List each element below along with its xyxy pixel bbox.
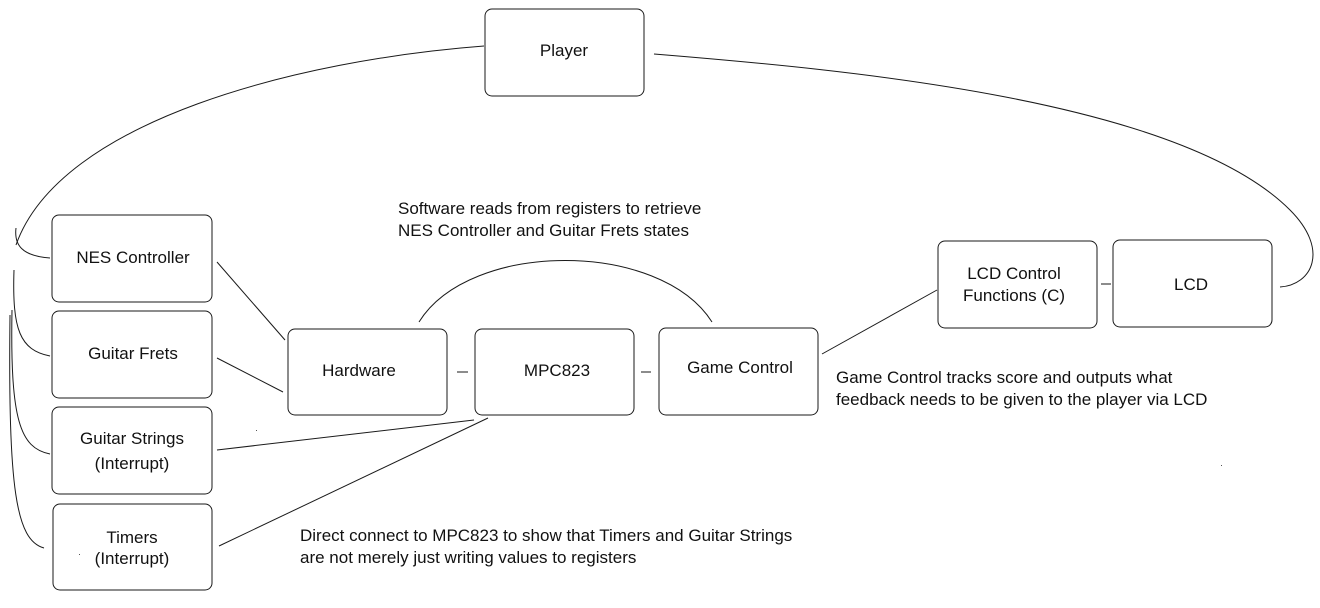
node-lcd: LCD xyxy=(1112,239,1273,328)
speck xyxy=(1221,465,1222,466)
node-timers-label-2: (Interrupt) xyxy=(95,549,170,568)
node-guitar-strings: Guitar Strings (Interrupt) xyxy=(51,406,213,495)
note-direct-connect-line-1: Direct connect to MPC823 to show that Ti… xyxy=(300,526,792,545)
edge-frets-to-hardware xyxy=(216,357,284,393)
note-software-reads-line-1: Software reads from registers to retriev… xyxy=(398,199,701,218)
node-nes-controller: NES Controller xyxy=(51,214,213,303)
node-player: Player xyxy=(484,8,645,97)
node-lcd-control-label-1: LCD Control xyxy=(967,264,1061,283)
note-direct-connect: Direct connect to MPC823 to show that Ti… xyxy=(300,526,792,567)
node-lcd-label: LCD xyxy=(1174,275,1208,294)
speck xyxy=(79,554,80,555)
node-hardware-label: Hardware xyxy=(322,361,396,380)
node-lcd-control-label-2: Functions (C) xyxy=(963,286,1065,305)
edge-strings-to-mpc823 xyxy=(216,419,475,451)
connectors xyxy=(9,45,1314,549)
note-software-reads-line-2: NES Controller and Guitar Frets states xyxy=(398,221,689,240)
edge-bracket-strings xyxy=(11,309,51,455)
edge-bracket-frets xyxy=(13,269,51,357)
node-timers: Timers (Interrupt) xyxy=(52,503,213,591)
note-game-control-tracks-line-2: feedback needs to be given to the player… xyxy=(836,390,1207,409)
edge-player-to-inputs xyxy=(15,45,485,246)
node-nes-controller-label: NES Controller xyxy=(76,248,190,267)
node-player-label: Player xyxy=(540,41,589,60)
node-timers-label-1: Timers xyxy=(106,528,157,547)
edge-hardware-to-gamecontrol-arc xyxy=(418,260,713,323)
edge-player-to-lcd xyxy=(653,53,1314,288)
note-direct-connect-line-2: are not merely just writing values to re… xyxy=(300,548,636,567)
node-mpc823-label: MPC823 xyxy=(524,361,590,380)
note-software-reads: Software reads from registers to retriev… xyxy=(398,199,701,240)
node-hardware: Hardware xyxy=(287,328,448,416)
edge-gamecontrol-to-lcdcontrol xyxy=(821,289,938,355)
speck xyxy=(256,430,257,431)
note-game-control-tracks-line-1: Game Control tracks score and outputs wh… xyxy=(836,368,1173,387)
node-game-control-label: Game Control xyxy=(687,358,793,377)
node-guitar-strings-label-1: Guitar Strings xyxy=(80,429,184,448)
edge-bracket-nes xyxy=(15,227,51,259)
node-guitar-strings-label-2: (Interrupt) xyxy=(95,454,170,473)
node-game-control: Game Control xyxy=(658,327,819,416)
node-guitar-frets: Guitar Frets xyxy=(51,310,213,399)
note-game-control-tracks: Game Control tracks score and outputs wh… xyxy=(836,368,1207,409)
node-guitar-frets-label: Guitar Frets xyxy=(88,344,178,363)
edge-nes-to-hardware xyxy=(216,261,286,341)
node-lcd-control: LCD Control Functions (C) xyxy=(937,240,1098,329)
stray-marks xyxy=(79,430,1222,555)
node-mpc823: MPC823 xyxy=(474,328,635,416)
edge-timers-to-mpc823 xyxy=(218,417,489,547)
edge-bracket-timers xyxy=(9,314,45,549)
